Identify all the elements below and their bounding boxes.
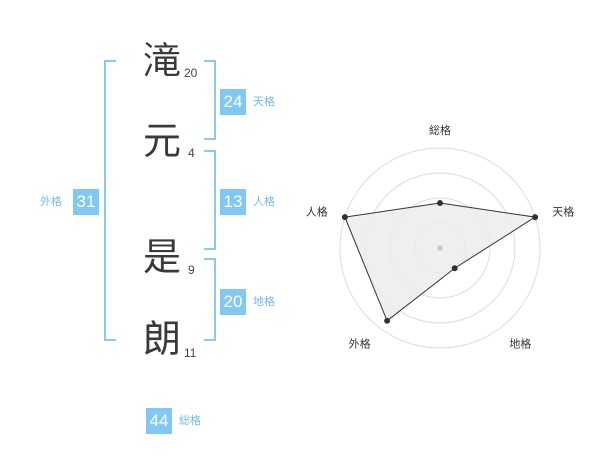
radar-point-2 <box>532 214 539 221</box>
tenkaku-label: 天格 <box>253 95 275 108</box>
radar-area <box>344 202 537 322</box>
gaikaku-label: 外格 <box>40 195 62 208</box>
soukaku-value-badge: 44 <box>146 408 172 434</box>
radar-point-5 <box>341 214 348 221</box>
name-char-2: 元 <box>143 119 182 163</box>
name-char-1: 滝 <box>143 39 182 83</box>
radar-point-4 <box>384 317 391 324</box>
jinkaku-label: 人格 <box>253 195 275 208</box>
radar-axis-label-5: 人格 <box>306 205 328 219</box>
tenkaku-bracket <box>204 60 216 140</box>
chikaku-bracket <box>204 258 216 341</box>
name-char-3: 是 <box>143 235 182 279</box>
chikaku-value-badge: 20 <box>220 289 246 315</box>
radar-axis-label-3: 地格 <box>509 336 531 350</box>
gaikaku-value-badge: 31 <box>73 189 99 215</box>
radar-point-3 <box>451 265 458 272</box>
stroke-count-2: 4 <box>188 146 195 160</box>
name-char-4: 朗 <box>143 317 182 361</box>
jinkaku-value-badge: 13 <box>220 189 246 215</box>
gaikaku-bracket <box>104 60 116 341</box>
radar-point-1 <box>437 200 443 206</box>
stroke-count-1: 20 <box>184 66 198 80</box>
radar-center-point <box>437 245 443 251</box>
stroke-count-3: 9 <box>188 263 195 277</box>
jinkaku-bracket <box>204 150 216 250</box>
chikaku-label: 地格 <box>253 295 275 308</box>
soukaku-label: 総格 <box>179 414 201 427</box>
tenkaku-value-badge: 24 <box>220 89 246 115</box>
radar-axis-label-2: 天格 <box>552 205 574 219</box>
stroke-count-4: 11 <box>184 346 197 360</box>
radar-axis-label-1: 総格 <box>429 123 451 137</box>
radar-ring <box>339 147 541 349</box>
radar-axis-label-4: 外格 <box>349 336 371 350</box>
